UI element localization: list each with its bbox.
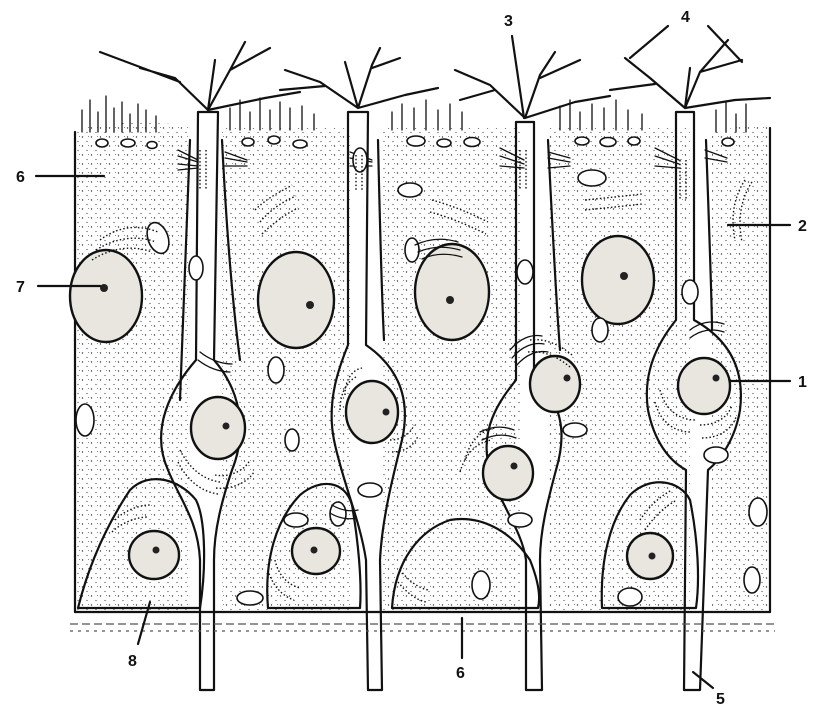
label-6-bottom: 6 bbox=[456, 665, 465, 682]
label-5: 5 bbox=[716, 691, 725, 708]
supporting-nucleus-4 bbox=[582, 236, 654, 324]
basal-lamina bbox=[70, 624, 775, 631]
label-6-left: 6 bbox=[16, 169, 25, 186]
supporting-nucleus-3 bbox=[415, 244, 489, 340]
receptor-nucleus-c bbox=[530, 356, 580, 412]
receptor-nucleus-a bbox=[191, 397, 245, 459]
label-2: 2 bbox=[798, 218, 807, 235]
receptor-nucleus-d bbox=[678, 358, 730, 414]
basal-nucleus-1 bbox=[129, 531, 179, 579]
label-7: 7 bbox=[16, 279, 25, 296]
label-8: 8 bbox=[128, 653, 137, 670]
olfactory-knobs-cilia bbox=[100, 40, 770, 118]
label-3: 3 bbox=[504, 13, 513, 30]
supporting-nucleus-1 bbox=[70, 250, 142, 342]
supporting-nucleus-2 bbox=[258, 252, 334, 348]
label-4: 4 bbox=[681, 9, 690, 26]
label-1: 1 bbox=[798, 374, 807, 391]
receptor-nucleus-e bbox=[483, 446, 533, 500]
receptor-nucleus-b bbox=[346, 381, 398, 443]
